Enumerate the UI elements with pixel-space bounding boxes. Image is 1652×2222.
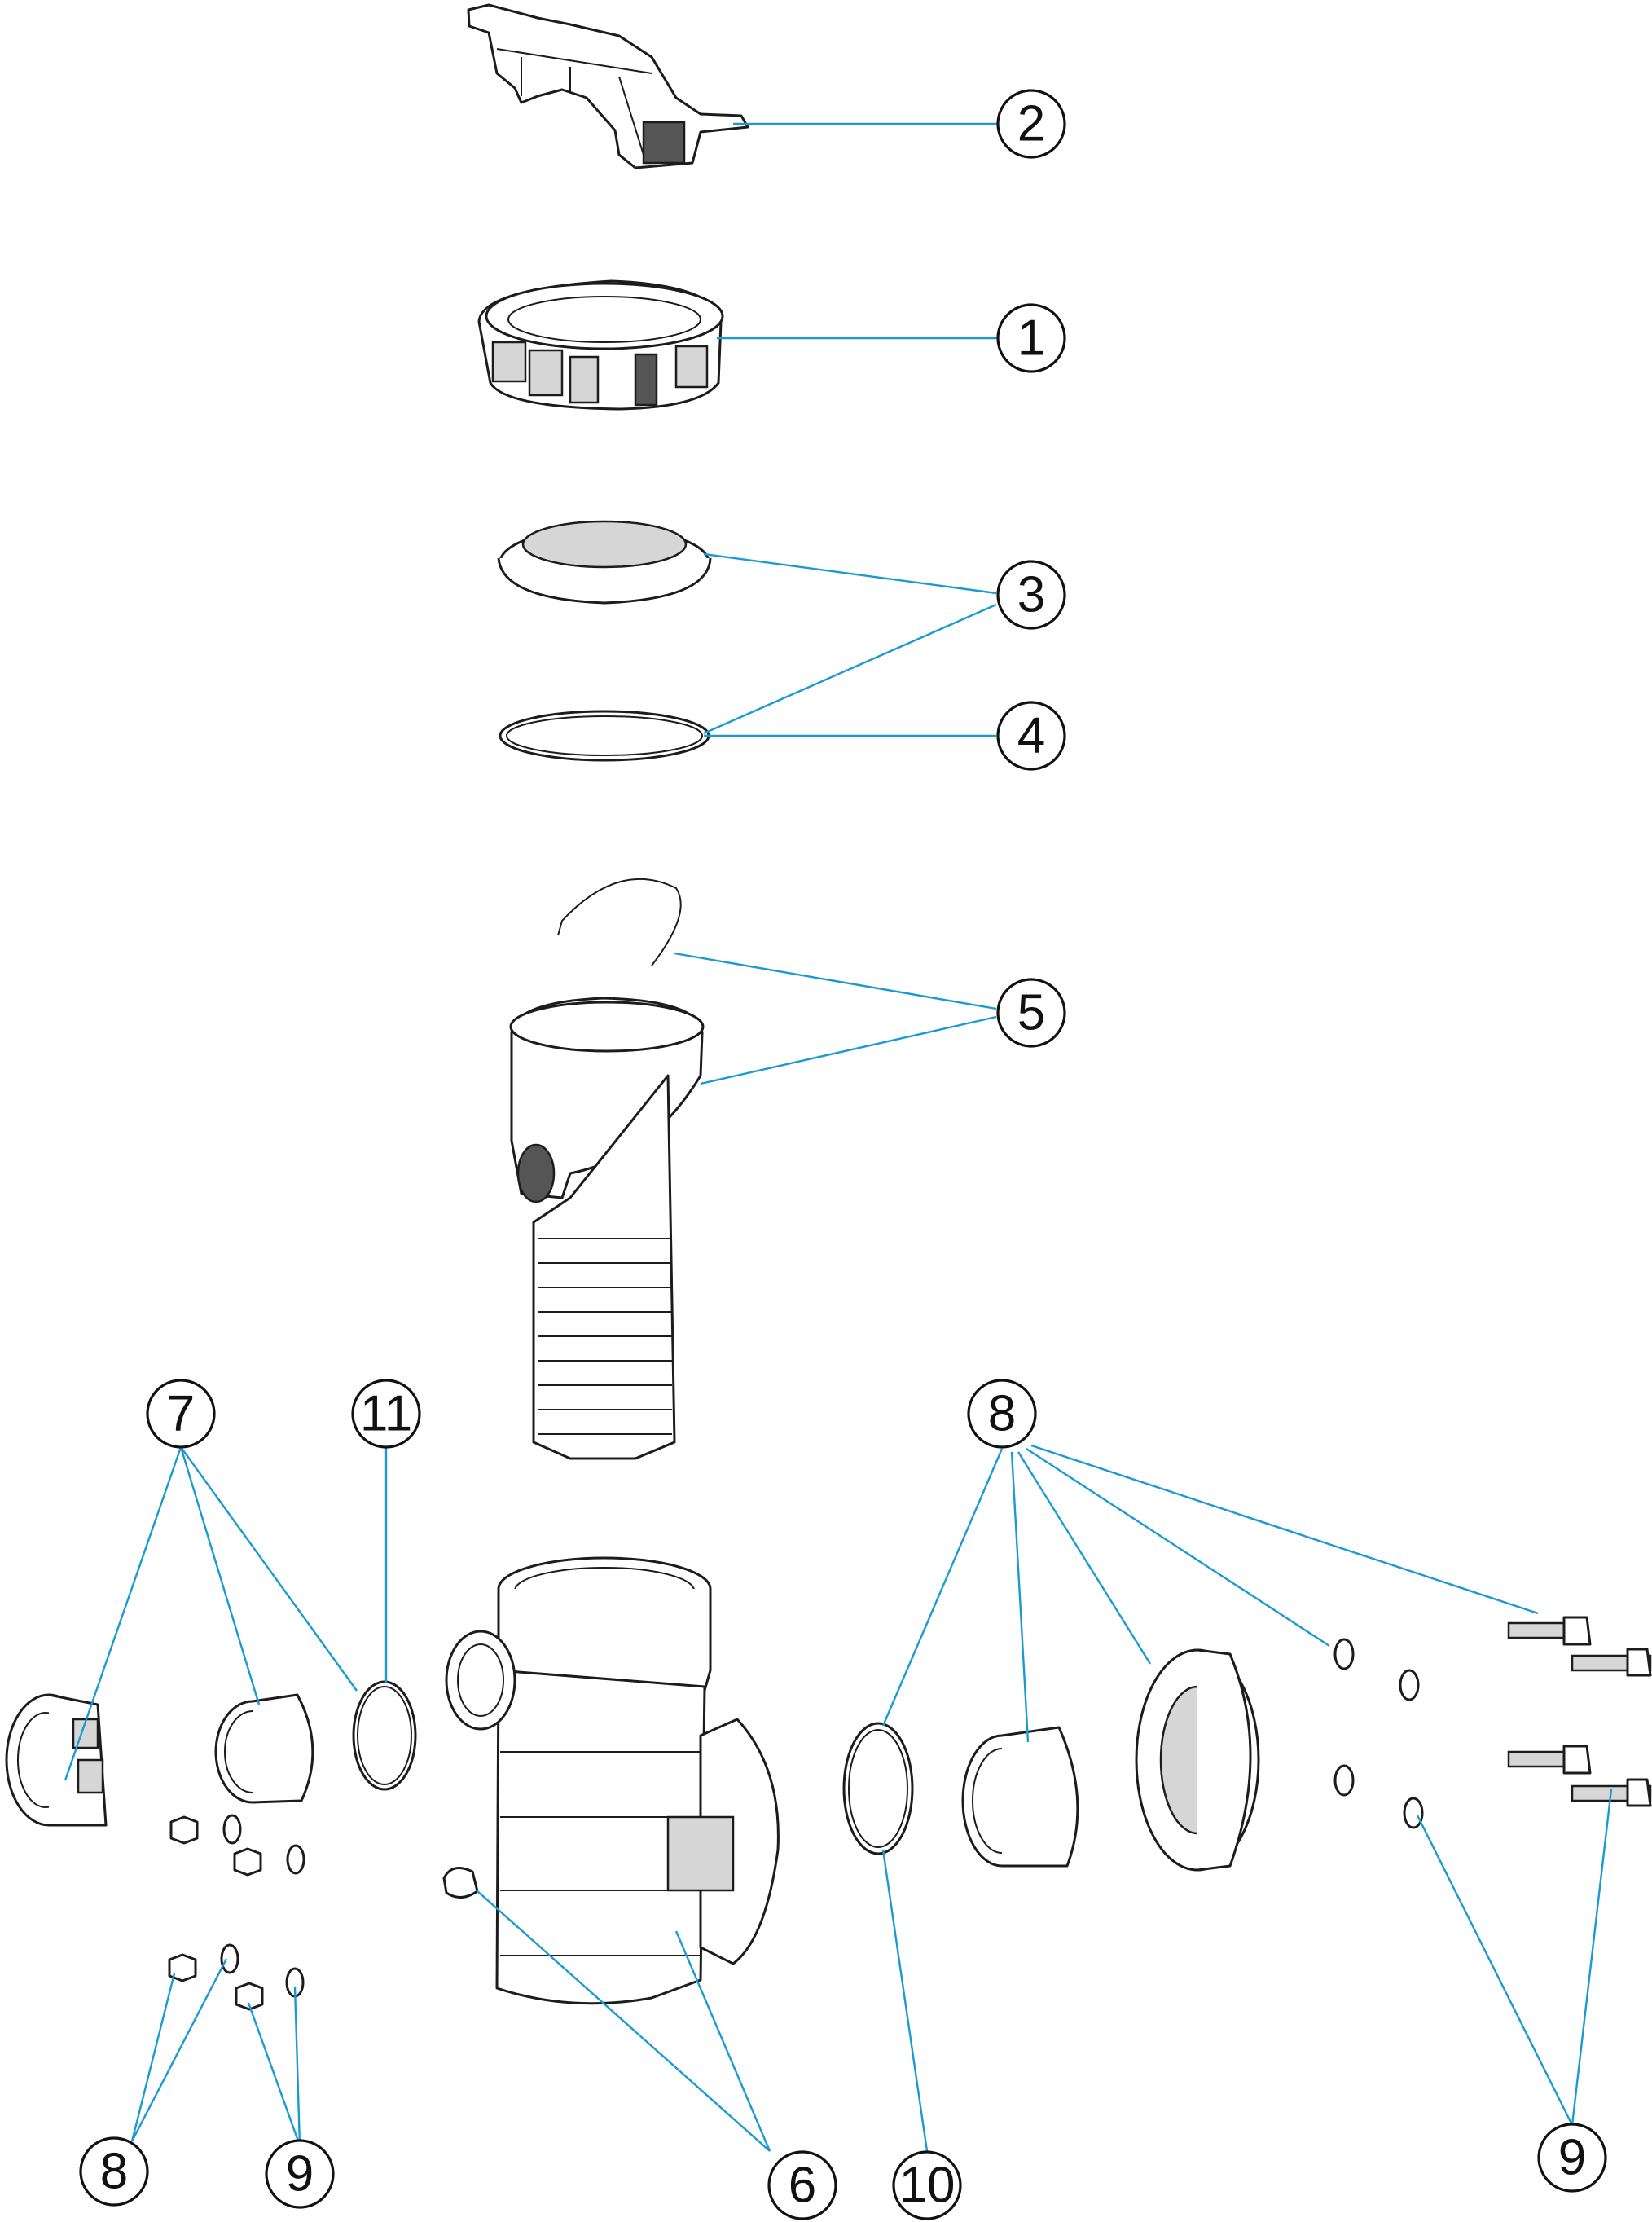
callout-label-8-right: 8	[988, 1386, 1016, 1442]
callout-3: 3	[996, 560, 1066, 630]
part-10-o-ring	[842, 1722, 914, 1855]
callout-11: 11	[351, 1379, 421, 1449]
callout-circle-9-right	[1537, 2123, 1607, 2193]
callout-9-right: 9	[1537, 2123, 1607, 2193]
callout-circle-2	[996, 89, 1066, 159]
part-8-flange-right	[961, 1648, 1260, 1872]
callout-circle-8-left	[79, 2136, 149, 2207]
callout-label-1: 1	[1017, 310, 1045, 367]
callout-8-right: 8	[967, 1379, 1037, 1449]
part-5-strainer-basket	[509, 878, 705, 1460]
callout-circle-8-right	[967, 1379, 1037, 1449]
callout-circle-1	[996, 303, 1066, 373]
callout-label-3: 3	[1017, 567, 1045, 623]
callout-circle-10	[892, 2150, 962, 2220]
callout-8-left: 8	[79, 2136, 149, 2207]
callout-label-2: 2	[1017, 96, 1045, 152]
callout-label-9-right: 9	[1558, 2130, 1586, 2186]
callout-circle-7	[146, 1379, 216, 1449]
part-1-lock-ring	[477, 279, 724, 411]
callout-label-4: 4	[1017, 708, 1045, 764]
callout-label-11: 11	[360, 1386, 412, 1442]
callout-1: 1	[996, 303, 1066, 373]
part-11-o-ring	[352, 1680, 417, 1791]
part-2-lid-wrench	[467, 3, 749, 169]
callout-6: 6	[767, 2150, 837, 2220]
callout-circle-3	[996, 560, 1066, 630]
part-6-pump-housing	[442, 1556, 780, 2005]
hardware-bolts-nuts-washers	[168, 1616, 1652, 2011]
callout-9-left: 9	[265, 2139, 335, 2209]
callout-label-8-left: 8	[100, 2144, 128, 2200]
callout-circle-6	[767, 2150, 837, 2220]
part-4-o-ring	[499, 710, 710, 762]
callout-label-10: 10	[899, 2158, 956, 2214]
callout-2: 2	[996, 89, 1066, 159]
callout-label-6: 6	[789, 2158, 816, 2214]
callout-circle-5	[996, 978, 1066, 1048]
part-3-lid-cover	[497, 520, 712, 605]
callout-circle-4	[996, 701, 1066, 771]
callout-label-7: 7	[167, 1386, 195, 1442]
leader-lines	[64, 122, 1613, 2152]
callout-circle-11	[351, 1379, 421, 1449]
callout-7: 7	[146, 1379, 216, 1449]
callout-10: 10	[892, 2150, 962, 2220]
callout-circle-9-left	[265, 2139, 335, 2209]
callout-label-9-left: 9	[286, 2146, 314, 2202]
part-7-union-left	[5, 1693, 314, 1827]
callout-label-5: 5	[1017, 985, 1045, 1041]
callout-4: 4	[996, 701, 1066, 771]
callout-5: 5	[996, 978, 1066, 1048]
